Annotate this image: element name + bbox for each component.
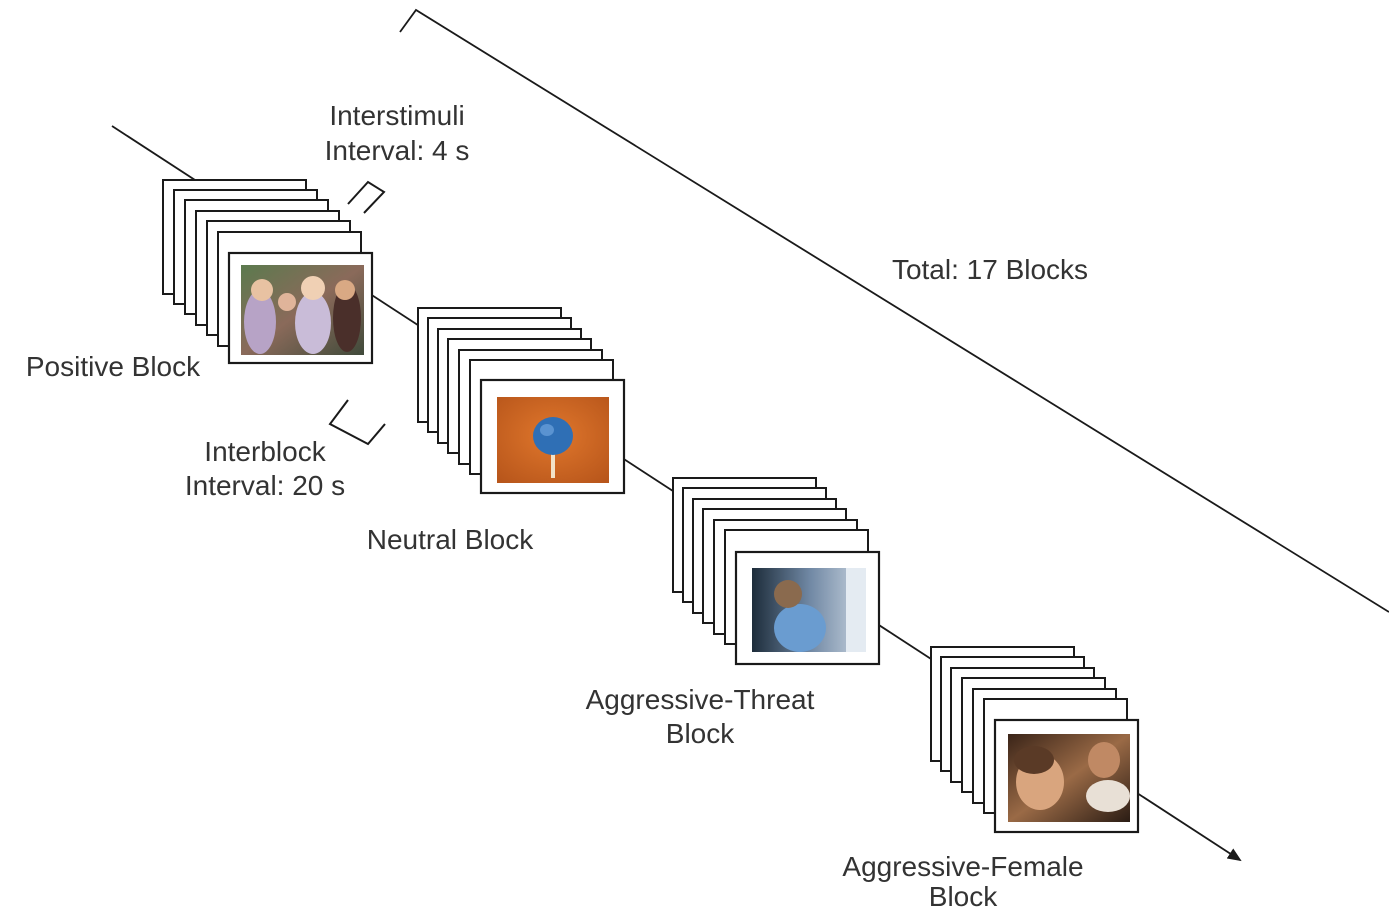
total-bracket-line <box>399 8 1389 613</box>
interblock-label-line1: Interblock <box>204 436 326 467</box>
positive-block-stack <box>162 179 374 365</box>
female-photo-image <box>1008 734 1130 822</box>
threat-photo-image <box>752 568 866 652</box>
interstimuli-label-line2: Interval: 4 s <box>325 135 470 166</box>
crowd-photo-image <box>241 265 364 355</box>
interstimuli-label-line1: Interstimuli <box>329 100 464 131</box>
interblock-bracket <box>328 399 386 446</box>
aggressive-threat-block-stack <box>672 477 881 666</box>
blue-object-photo-image <box>497 397 609 483</box>
positive-block-label: Positive Block <box>26 351 201 382</box>
aggressive-female-block-label-line1: Aggressive-Female <box>842 851 1083 882</box>
neutral-block-label: Neutral Block <box>367 524 535 555</box>
interblock-label-line2: Interval: 20 s <box>185 470 345 501</box>
interstimuli-bracket <box>347 180 386 214</box>
aggressive-threat-block-label-line1: Aggressive-Threat <box>586 684 815 715</box>
neutral-block-stack <box>417 307 626 495</box>
aggressive-female-block-stack <box>930 646 1140 834</box>
aggressive-threat-block-label-line2: Block <box>666 718 735 749</box>
aggressive-female-block-label-line2: Block <box>929 881 998 912</box>
total-blocks-label: Total: 17 Blocks <box>892 254 1088 285</box>
